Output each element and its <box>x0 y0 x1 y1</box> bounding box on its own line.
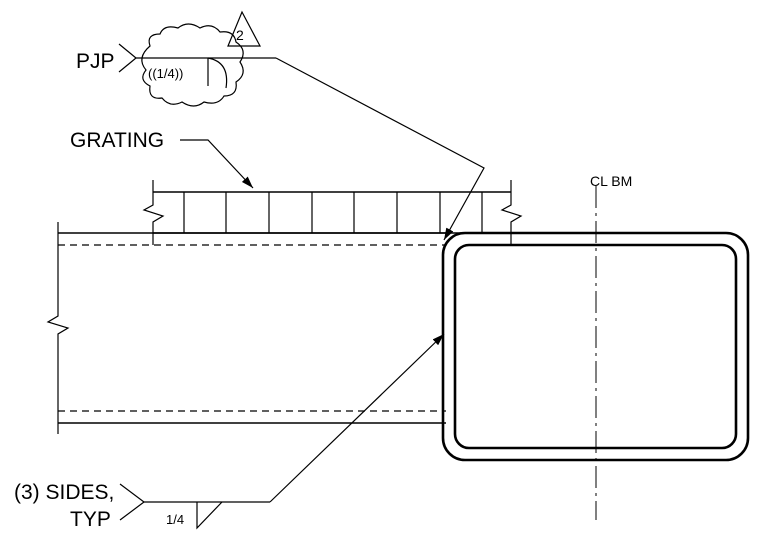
sides-label-line2: TYP <box>70 508 111 531</box>
sides-label-line1: (3) SIDES, <box>14 481 114 504</box>
fillet-tail-icon <box>119 483 145 521</box>
groove-weld-curve <box>207 57 228 89</box>
grating-bearing-bars <box>183 192 483 233</box>
pjp-weld-callout: PJP ((1/4)) 2 <box>76 10 485 241</box>
beam <box>46 222 446 434</box>
pjp-tail-icon <box>118 43 137 73</box>
fillet-weld-size: 1/4 <box>166 512 184 527</box>
grating-label: GRATING <box>70 129 164 152</box>
fillet-leader-arrow <box>269 333 445 503</box>
fillet-weld-symbol-icon <box>196 501 223 530</box>
pjp-leader-arrow <box>275 57 485 241</box>
revision-triangle-icon <box>227 10 261 47</box>
revision-number: 2 <box>236 27 244 43</box>
revision-cloud-icon <box>141 23 244 107</box>
beam-break-line-icon <box>46 222 70 434</box>
grating-leader-arrow <box>180 139 254 189</box>
pjp-label: PJP <box>76 50 115 73</box>
pjp-weld-size: ((1/4)) <box>148 66 183 81</box>
grating-left-break-line-icon <box>142 180 165 245</box>
centerline-label: CL BM <box>590 173 632 189</box>
fillet-weld-callout: (3) SIDES, TYP 1/4 <box>14 333 445 531</box>
grating <box>142 180 523 245</box>
grating-right-break-line-icon <box>500 180 523 245</box>
